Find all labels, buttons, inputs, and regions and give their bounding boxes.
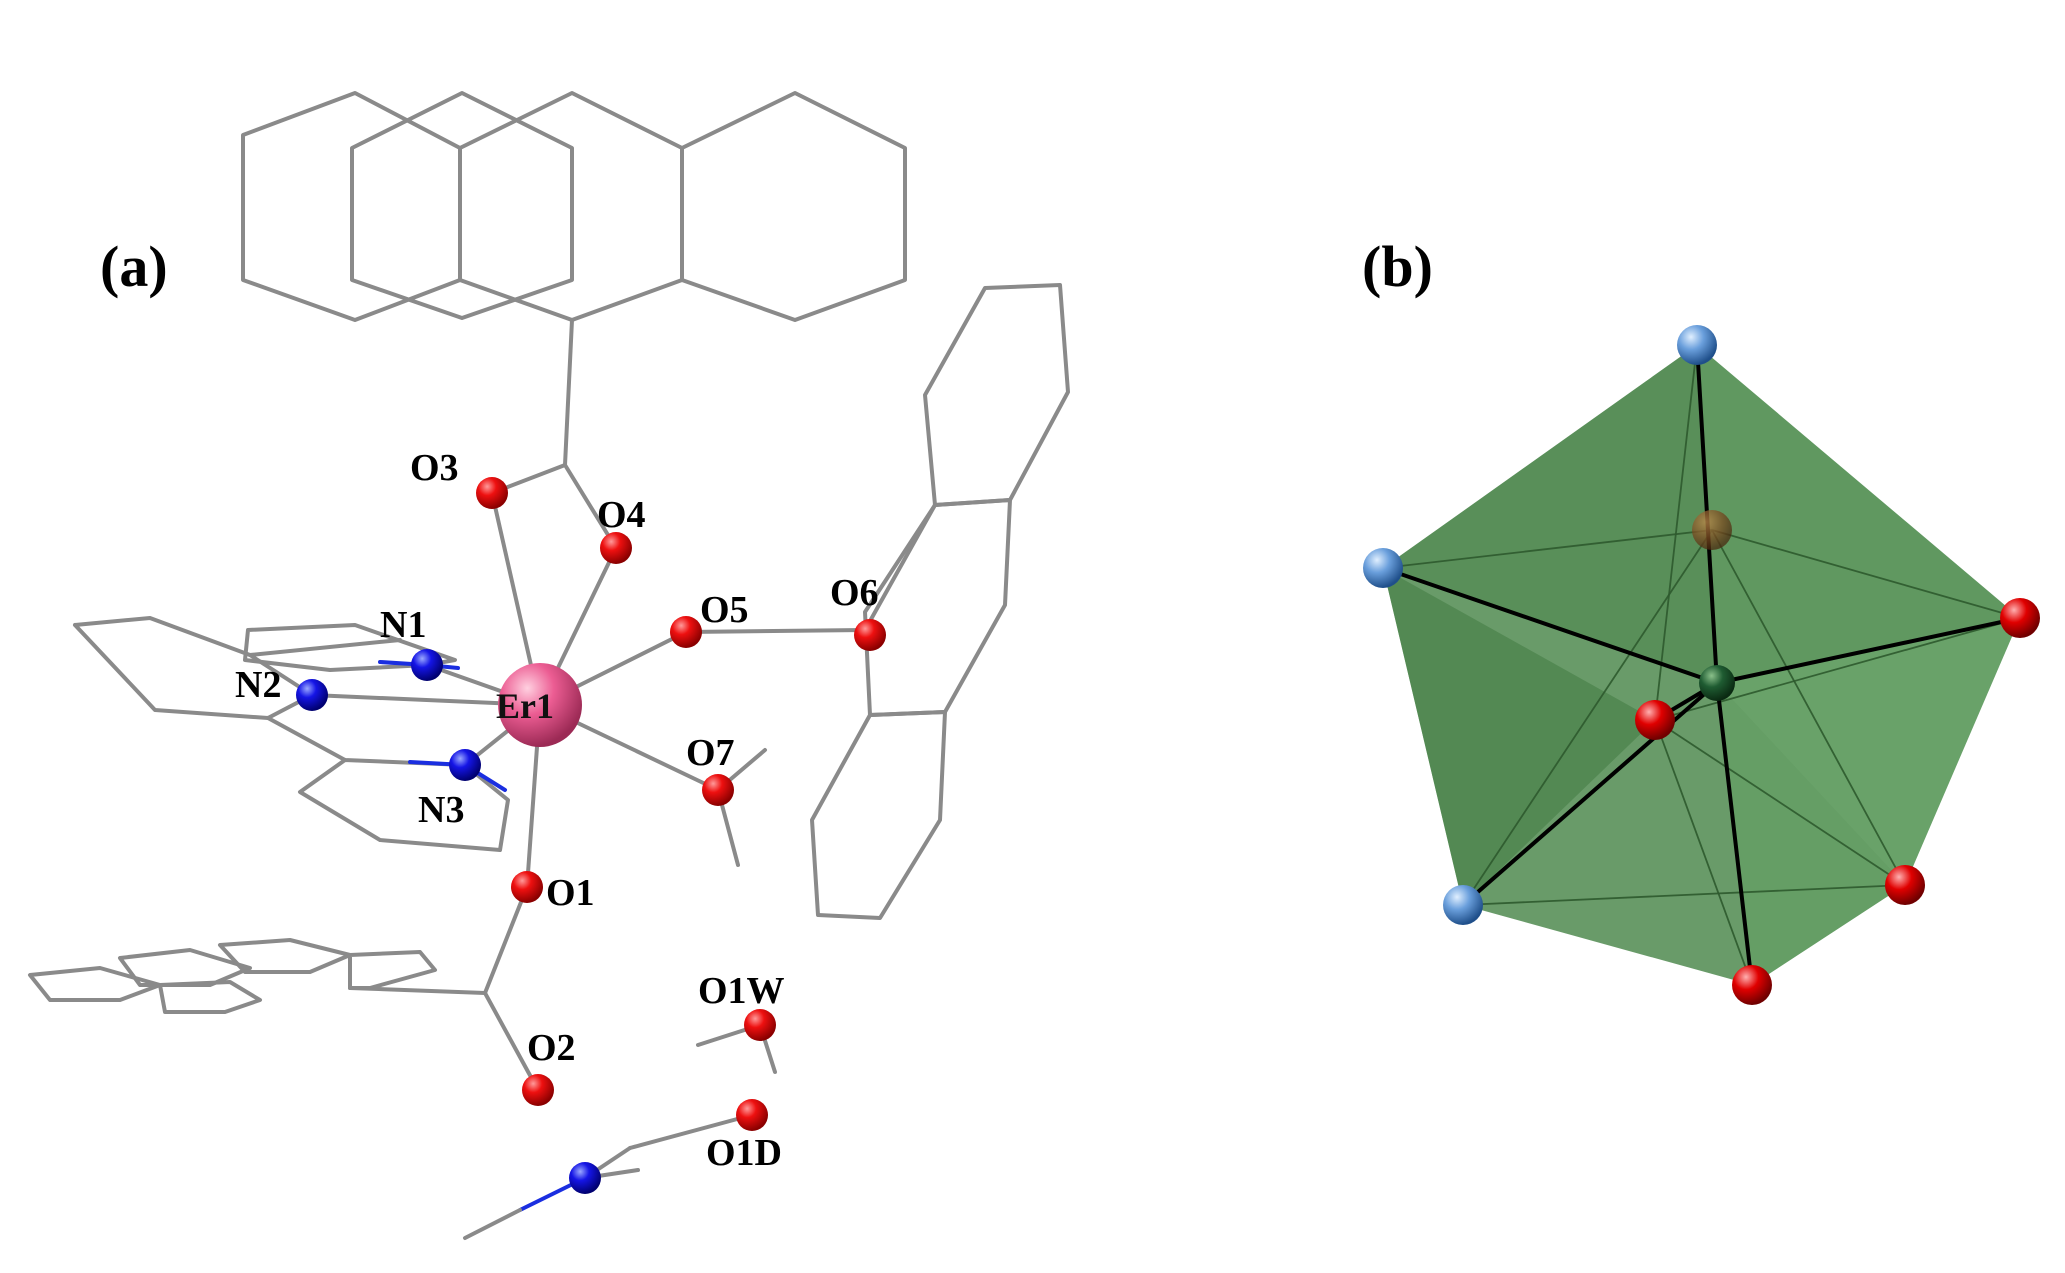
thin-edge-4	[1711, 529, 1906, 886]
ring-r1	[923, 283, 1070, 507]
atom-o1w	[744, 1009, 776, 1041]
panel-a-label: (a)	[100, 234, 168, 299]
label-o1w: O1W	[698, 970, 785, 1012]
label-o5: O5	[700, 589, 749, 631]
coordination-polyhedron	[1363, 325, 2040, 1005]
label-o4: O4	[597, 494, 646, 536]
atom-o6	[854, 619, 886, 651]
panel-b: (b)	[1362, 234, 2040, 1005]
vertex-back	[1692, 510, 1732, 550]
ring-a3	[680, 91, 907, 322]
o1d-c	[628, 1113, 754, 1150]
atom-n1	[411, 649, 443, 681]
thin-edge-7	[1654, 617, 2021, 721]
bond-o5-c	[684, 628, 867, 634]
thin-edge-5	[1654, 719, 1906, 886]
ring-top-2	[350, 91, 574, 320]
label-o6: O6	[830, 572, 879, 614]
dmf-c3	[463, 1208, 522, 1240]
face-left	[1383, 568, 1655, 905]
vertex-o-front	[1635, 700, 1675, 740]
ring-b1	[28, 966, 162, 1002]
label-n3: N3	[418, 789, 464, 831]
label-o1: O1	[546, 872, 595, 914]
ring-r3	[810, 710, 947, 920]
atom-o2	[522, 1074, 554, 1106]
bond-o6-ring	[863, 503, 937, 632]
atom-er1	[498, 663, 582, 747]
atom-o3	[476, 477, 508, 509]
bond-c-o4	[563, 463, 618, 550]
tpy-link	[266, 716, 347, 762]
bond-o1-c	[483, 885, 529, 995]
vertex-n-top	[1677, 325, 1717, 365]
thin-edge-8	[1462, 884, 1906, 906]
bold-edge-bottom	[1715, 681, 1754, 987]
label-o1d: O1D	[706, 1132, 782, 1174]
atoms	[296, 477, 886, 1194]
thin-edge-1	[1382, 529, 1713, 569]
vertex-o-lower-right	[1885, 865, 1925, 905]
atom-labels: Er1 O3 O4 O5 O6 O7 O1 O2 O1W O1D N1 N2 N…	[235, 447, 879, 1174]
atom-o7	[702, 774, 734, 806]
atom-o4	[600, 532, 632, 564]
vertex-o-bottom	[1732, 965, 1772, 1005]
panel-a: (a)	[28, 91, 1070, 1240]
vertex-er-center	[1699, 665, 1735, 701]
face-upper-right	[1697, 345, 2020, 683]
ring-b5	[348, 950, 437, 990]
atom-n-dmf	[569, 1162, 601, 1194]
atom-n2	[296, 679, 328, 711]
anthracene-bottom	[28, 885, 540, 1092]
ring-b4	[158, 980, 262, 1014]
label-o7: O7	[686, 732, 735, 774]
face-lower-right	[1717, 683, 1905, 985]
thin-edge-2	[1711, 529, 2021, 619]
face-right	[1717, 618, 2020, 885]
label-o3: O3	[410, 447, 459, 489]
bond-c-o2	[483, 991, 540, 1092]
bold-edge-right	[1715, 616, 2022, 685]
label-n1: N1	[380, 604, 426, 646]
thin-edge-3	[1462, 529, 1713, 906]
panel-b-label: (b)	[1362, 234, 1433, 299]
vertex-o-right	[2000, 598, 2040, 638]
thin-edge-6	[1654, 719, 1753, 986]
thin-edge-9	[1654, 344, 1698, 721]
vertex-n-left	[1363, 548, 1403, 588]
label-o2: O2	[527, 1027, 576, 1069]
anthracene-top-rings	[241, 91, 907, 550]
ring-b3	[218, 938, 352, 974]
ring-r2	[863, 498, 1012, 717]
label-er1: Er1	[496, 686, 554, 726]
ring-b2	[118, 948, 252, 987]
face-upper-left	[1383, 345, 1717, 683]
tpy-link2	[248, 638, 402, 657]
vertex-n-lower-left	[1443, 885, 1483, 925]
bold-edge-left	[1381, 566, 1719, 685]
anthracene-right	[684, 283, 1070, 920]
atom-o1d	[736, 1099, 768, 1131]
label-n2: N2	[235, 664, 281, 706]
bond-c9-c	[563, 318, 574, 467]
anthracene-top	[350, 91, 574, 320]
atom-o5	[670, 616, 702, 648]
atom-o1	[511, 871, 543, 903]
atom-n3	[449, 749, 481, 781]
